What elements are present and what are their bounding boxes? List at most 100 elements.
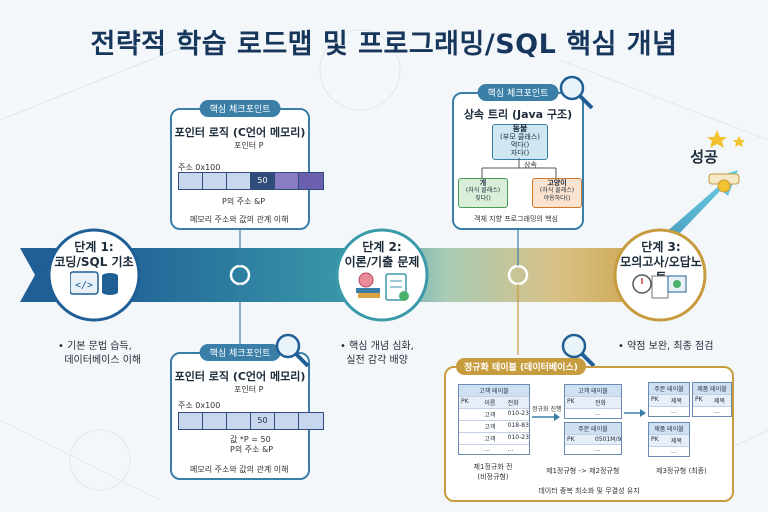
pointer-title: 포인터 로직 (C언어 메모리) <box>174 370 306 383</box>
table-col: PK <box>567 398 575 405</box>
normalization-caption: 제1정규화 전 (비정규형) <box>473 463 513 481</box>
table-header: 고객 테이블 <box>459 385 529 396</box>
pointer-caption: 메모리 주소와 값의 관계 이해 <box>190 465 289 474</box>
table-col: 제목 <box>714 398 726 405</box>
stage-3-bullet: • 약점 보완, 최종 점검 <box>618 341 714 352</box>
child-class-name: 고양이 <box>547 179 567 187</box>
table-cell: 018-838-6336 <box>507 422 529 429</box>
svg-text:</>: </> <box>75 280 93 291</box>
table-col: PK <box>567 436 575 443</box>
table-header: 주문 테이블 <box>649 383 689 394</box>
table-col: PK <box>651 436 659 443</box>
pointer-card-top: 핵심 체크포인트 포인터 로직 (C언어 메모리) 포인터 P 주소 0x100… <box>170 100 324 230</box>
pointer-label: 포인터 P <box>234 141 264 150</box>
table-cell: 010-238-5670 <box>507 410 529 417</box>
table-col: 이름 <box>484 400 496 407</box>
normalization-footer: 데이터 중복 최소화 및 무결성 유지 <box>538 487 640 495</box>
table-cell: ... <box>507 446 514 453</box>
table-3nf-c: 제품 테이블 PK 제목 ... <box>648 422 690 457</box>
magnifier-icon <box>559 75 594 110</box>
books-checklist-icon <box>356 272 409 301</box>
table-3nf-b: 제품 테이블 PK 제목 ... <box>692 382 732 417</box>
stage-2-bullet: • 핵심 개념 심화, 실전 감각 배양 <box>340 341 414 366</box>
table-col: 0501M/906 <box>595 436 621 443</box>
inheritance-lines <box>481 158 557 178</box>
table-header: 제품 테이블 <box>693 383 731 394</box>
table-header: 제품 테이블 <box>649 423 689 434</box>
table-cell: 고객 <box>484 412 496 419</box>
memory-cell-value: 50 <box>251 413 275 429</box>
stage-1-label: 단계 1: 코딩/SQL 기초 <box>54 240 134 269</box>
ref-label: P의 주소 &P <box>222 197 266 206</box>
child-class-box: 고양이 (자식 클래스) 야옹하다() <box>532 178 582 208</box>
parent-class-name: 동물 <box>512 124 528 133</box>
checkpoint-tag: 핵심 체크포인트 <box>477 84 559 101</box>
table-2nf-b: 주문 테이블 PK 0501M/906 ... <box>564 422 622 455</box>
table-col: 제목 <box>671 398 683 405</box>
table-cell: 고객 <box>484 436 496 443</box>
parent-method: 자다() <box>510 149 530 157</box>
table-header: 고객 테이블 <box>565 385 621 396</box>
table-cell: ... <box>671 448 677 455</box>
page-title: 전략적 학습 로드맵 및 프로그래밍/SQL 핵심 개념 <box>90 29 678 60</box>
magnifier-icon <box>275 333 310 368</box>
parent-method: 먹다() <box>510 141 530 149</box>
table-col: 전화 <box>507 400 519 407</box>
table-col: PK <box>461 398 469 405</box>
parent-class-sub: (부모 클래스) <box>500 133 540 141</box>
checkpoint-tag: 핵심 체크포인트 <box>199 100 281 117</box>
normalization-caption: 제3정규형 (최종) <box>656 467 707 475</box>
normalization-card: 정규화 테이블 (데이터베이스) 고객 테이블 PK 이름 전화 고객 010-238… <box>444 358 734 502</box>
pointer-title: 포인터 로직 (C언어 메모리) <box>174 126 306 139</box>
child-class-sub: (자식 클래스) <box>539 187 575 194</box>
value-label: 값 *P = 50 <box>230 435 271 444</box>
child-class-name: 개 <box>479 179 487 187</box>
table-col: 전화 <box>595 400 607 407</box>
child-class-sub: (자식 클래스) <box>465 187 501 194</box>
table-unnormalized: 고객 테이블 PK 이름 전화 고객 010-238-5670 고객 018-838-6… <box>458 384 530 455</box>
normalization-caption: 제1정규형 -> 제2정규형 <box>546 467 620 475</box>
parent-class-box: 동물 (부모 클래스) 먹다() 자다() <box>492 124 548 160</box>
inheritance-caption: 객체 지향 프로그래밍의 핵심 <box>474 215 558 223</box>
table-cell: ... <box>595 446 601 453</box>
trophy-stars-icon <box>707 130 745 193</box>
checkpoint-tag: 핵심 체크포인트 <box>199 344 281 361</box>
table-col: PK <box>695 396 703 403</box>
table-col: 제목 <box>671 438 683 445</box>
inheritance-card: 핵심 체크포인트 상속 트리 (Java 구조) 동물 (부모 클래스) 먹다(… <box>452 84 584 230</box>
pointer-card-bottom: 핵심 체크포인트 포인터 로직 (C언어 메모리) 포인터 P 주소 0x100… <box>170 344 324 480</box>
table-cell: 010-235-5655 <box>507 434 529 441</box>
address-label: 주소 0x100 <box>178 401 221 410</box>
success-label: 성공 <box>690 148 718 166</box>
normalization-title: 정규화 테이블 (데이터베이스) <box>456 358 586 375</box>
arrow-right-icon <box>624 409 646 417</box>
table-cell: ... <box>714 408 720 415</box>
table-cell: 고객 <box>484 424 496 431</box>
extends-label: 상속 <box>524 161 537 169</box>
ref-label: P의 주소 &P <box>230 445 274 454</box>
table-2nf-a: 고객 테이블 PK 전화 ... <box>564 384 622 419</box>
child-method: 야옹하다() <box>543 195 571 202</box>
memory-cell-value: 50 <box>251 173 275 189</box>
address-label: 주소 0x100 <box>178 163 221 172</box>
child-method: 짖다() <box>475 195 491 202</box>
stage-2-label: 단계 2: 이론/기출 문제 <box>344 240 420 269</box>
table-header: 주문 테이블 <box>565 423 621 434</box>
arrow-right-icon <box>532 413 560 421</box>
table-col: PK <box>651 396 659 403</box>
pointer-caption: 메모리 주소와 값의 관계 이해 <box>190 215 289 224</box>
magnifier-icon <box>561 333 596 368</box>
stage-1-bullet: • 기본 문법 습득, 데이터베이스 이해 <box>58 341 142 366</box>
code-database-icon: </> <box>70 271 118 295</box>
exam-notes-icon <box>632 274 687 299</box>
table-cell: ... <box>595 410 601 417</box>
table-cell: ... <box>671 408 677 415</box>
memory-cells: 50 <box>178 412 324 430</box>
inheritance-title: 상속 트리 (Java 구조) <box>463 108 573 121</box>
table-3nf-a: 주문 테이블 PK 제목 ... <box>648 382 690 417</box>
step-label: 정규화 진행 <box>532 406 562 413</box>
memory-cells: 50 <box>178 172 324 190</box>
table-cell: ... <box>484 446 491 453</box>
child-class-box: 개 (자식 클래스) 짖다() <box>458 178 508 208</box>
pointer-label: 포인터 P <box>234 385 264 394</box>
